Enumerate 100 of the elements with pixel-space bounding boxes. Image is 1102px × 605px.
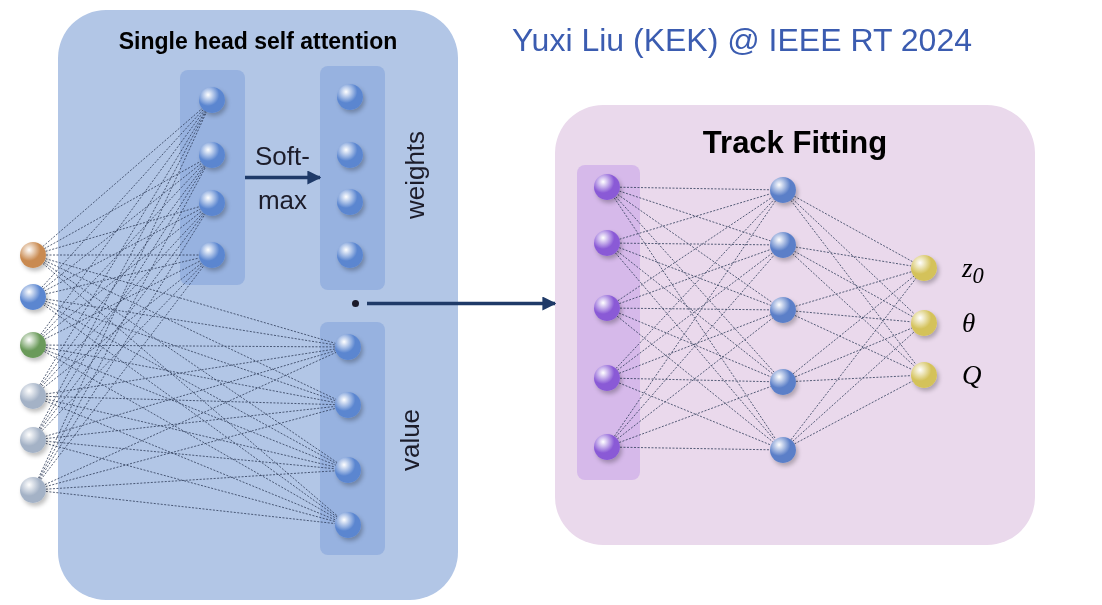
neuron: [335, 457, 361, 483]
neuron: [770, 297, 796, 323]
edge-label: Soft- max: [254, 139, 311, 217]
neuron: [199, 142, 225, 168]
connection-line: [45, 344, 336, 348]
connection-line: [45, 350, 336, 437]
connection-line: [45, 348, 336, 395]
neuron: [770, 177, 796, 203]
connection-line: [619, 377, 771, 383]
neuron: [20, 477, 46, 503]
connection-line: [44, 349, 337, 466]
connection-line: [795, 375, 912, 382]
layer-column: [320, 322, 385, 555]
connection-line: [792, 198, 915, 315]
panel: [555, 105, 1035, 545]
connection-line: [792, 253, 915, 367]
connection-line: [45, 406, 336, 439]
connection-line: [44, 400, 337, 521]
layer-label: weights: [399, 130, 431, 220]
neuron: [335, 512, 361, 538]
neuron: [594, 174, 620, 200]
connection-line: [44, 300, 337, 402]
output-label: Q: [962, 359, 982, 392]
connection-line: [619, 186, 771, 191]
neuron: [20, 427, 46, 453]
panel: [58, 10, 458, 600]
neuron: [199, 242, 225, 268]
neuron: [199, 190, 225, 216]
connection-line: [41, 212, 204, 387]
neuron: [335, 392, 361, 418]
connection-line: [619, 446, 771, 451]
neuron: [20, 284, 46, 310]
neuron: [594, 230, 620, 256]
connection-line: [39, 213, 206, 480]
connection-line: [795, 271, 912, 307]
connection-line: [40, 264, 205, 481]
connection-line: [45, 258, 336, 344]
neuron: [911, 255, 937, 281]
connection-line: [619, 242, 771, 246]
connection-line: [45, 440, 336, 470]
connection-line: [40, 165, 205, 386]
neuron: [594, 295, 620, 321]
connection-line: [45, 470, 336, 490]
connection-line: [43, 261, 338, 464]
connection-line: [792, 275, 915, 375]
layer-column: [577, 165, 640, 480]
neuron: [335, 334, 361, 360]
arrow: [367, 296, 557, 311]
connection-line: [45, 443, 336, 522]
connection-line: [45, 395, 336, 406]
neuron: [594, 434, 620, 460]
dot: [352, 300, 359, 307]
neuron: [20, 242, 46, 268]
neuron: [337, 189, 363, 215]
connection-line: [45, 408, 336, 487]
output-label: θ: [962, 307, 976, 340]
connection-line: [40, 212, 205, 431]
connection-line: [41, 263, 204, 432]
connection-line: [42, 108, 203, 247]
connection-line: [45, 347, 336, 403]
layer-column: [180, 70, 245, 285]
connection-line: [44, 208, 201, 292]
layer-column: [320, 66, 385, 290]
arrow: [245, 170, 322, 185]
neuron: [337, 84, 363, 110]
neuron: [337, 142, 363, 168]
connection-line: [619, 307, 771, 311]
connection-line: [44, 351, 337, 486]
connection-line: [790, 277, 917, 441]
connection-line: [45, 398, 336, 468]
connection-line: [39, 165, 206, 430]
connection-line: [45, 491, 336, 524]
output-label: z$_{0}$: [962, 252, 984, 291]
panel-title: Single head self attention: [117, 28, 399, 55]
neuron: [911, 310, 937, 336]
connection-line: [795, 310, 912, 323]
layer-label: value: [394, 408, 426, 472]
connection-line: [44, 302, 337, 465]
connection-line: [42, 262, 203, 389]
connection-line: [45, 206, 200, 252]
connection-line: [794, 250, 913, 318]
neuron: [770, 437, 796, 463]
neuron: [770, 369, 796, 395]
neuron: [770, 232, 796, 258]
connection-line: [790, 199, 917, 366]
connection-line: [41, 109, 204, 288]
connection-line: [43, 160, 202, 250]
neuron: [20, 383, 46, 409]
connection-line: [45, 298, 336, 346]
header-text: Yuxi Liu (KEK) @ IEEE RT 2024: [512, 22, 972, 59]
neuron: [911, 362, 937, 388]
neuron: [20, 332, 46, 358]
connection-line: [42, 210, 203, 338]
connection-line: [45, 254, 200, 256]
connection-line: [42, 162, 203, 290]
connection-line: [42, 263, 339, 517]
connection-line: [44, 260, 337, 400]
neuron: [594, 365, 620, 391]
connection-line: [795, 246, 912, 267]
neuron: [199, 87, 225, 113]
